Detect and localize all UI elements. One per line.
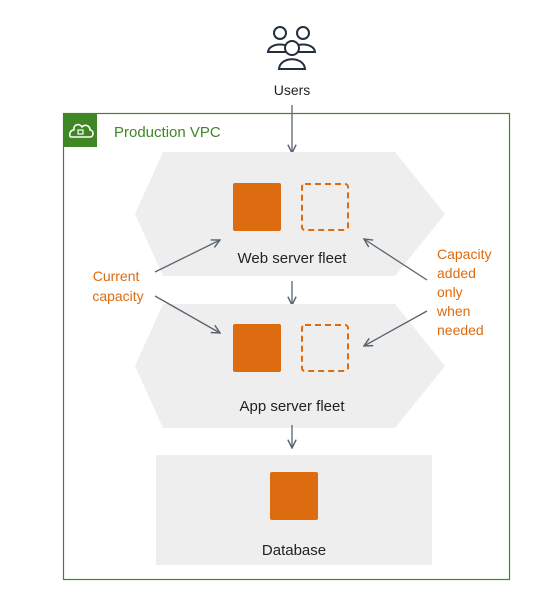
- web-server-instance: [233, 183, 281, 231]
- cloud-icon: [63, 113, 97, 147]
- current-capacity-arrow-web: [154, 240, 220, 273]
- vpc-label: Production VPC: [114, 124, 221, 141]
- current-capacity-line: Current: [93, 268, 140, 284]
- current-capacity-arrow-app: [154, 295, 220, 333]
- capacity-added-line: only: [437, 284, 463, 300]
- capacity-added-line: when: [436, 303, 470, 319]
- app-fleet-label: App server fleet: [239, 398, 345, 415]
- current-capacity-label: Current capacity: [92, 268, 143, 304]
- web-fleet-label: Web server fleet: [238, 250, 348, 267]
- database-instance: [270, 472, 318, 520]
- capacity-added-line: needed: [437, 322, 484, 338]
- app-fleet-panel: [135, 304, 445, 428]
- users-label: Users: [274, 82, 311, 98]
- capacity-added-arrow-web: [364, 239, 428, 281]
- capacity-added-line: added: [437, 265, 476, 281]
- current-capacity-line: capacity: [92, 288, 143, 304]
- app-server-scaled-instance: [301, 324, 349, 372]
- capacity-added-arrow-app: [364, 310, 428, 346]
- vpc-boundary: [62, 112, 511, 581]
- web-server-scaled-instance: [301, 183, 349, 231]
- capacity-added-label: Capacity added only when needed: [436, 246, 495, 338]
- database-label: Database: [262, 542, 326, 559]
- app-server-instance: [233, 324, 281, 372]
- users-icon: [266, 26, 317, 70]
- capacity-added-line: Capacity: [437, 246, 491, 262]
